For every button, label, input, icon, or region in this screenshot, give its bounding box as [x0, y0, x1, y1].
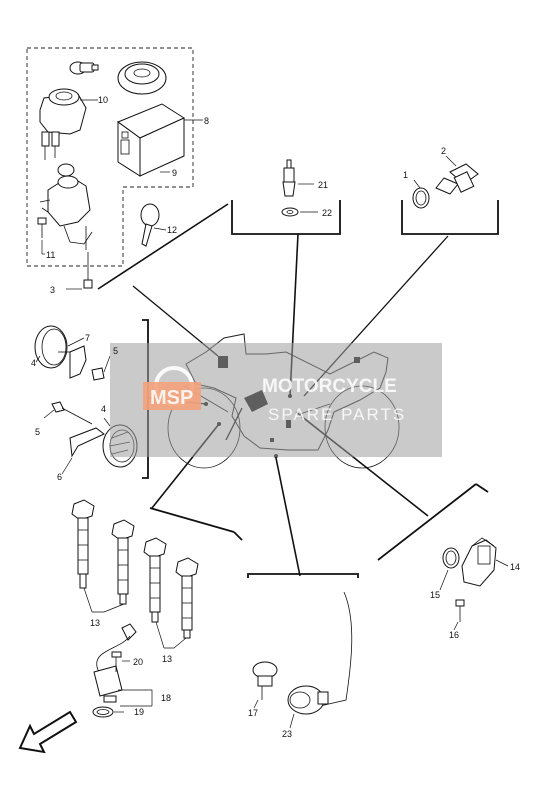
label-part-4-lower: 4 — [101, 404, 106, 414]
label-part-6: 6 — [57, 472, 62, 482]
bolt-3 — [66, 252, 93, 290]
o-ring-15 — [442, 547, 460, 569]
watermark-logo-badge — [143, 382, 201, 410]
label-part-13-left: 13 — [90, 618, 100, 628]
reflector-upper — [34, 325, 70, 369]
label-part-1: 1 — [403, 170, 408, 180]
label-part-16: 16 — [449, 630, 459, 640]
ignition-coil-group — [71, 499, 243, 649]
label-part-7: 7 — [85, 333, 90, 343]
label-part-12: 12 — [167, 225, 177, 235]
ignition-coil-3 — [143, 537, 167, 623]
kit-dashed-border — [26, 47, 194, 267]
ignition-coil-4 — [175, 557, 199, 639]
ignition-coil-1 — [71, 499, 95, 589]
spark-plug-group — [231, 159, 341, 235]
label-part-20: 20 — [133, 657, 143, 667]
temp-sensor-group — [401, 155, 499, 235]
part-labels: 1 2 3 4 4 5 5 6 7 8 9 10 11 12 13 13 14 … — [31, 95, 520, 739]
ignition-kit-group — [26, 47, 203, 267]
label-part-11: 11 — [46, 250, 55, 260]
label-part-2: 2 — [441, 146, 446, 156]
spark-plug — [282, 159, 296, 197]
bolt-20 — [111, 651, 122, 672]
label-part-15: 15 — [430, 590, 440, 600]
crank-sensor-assembly — [92, 623, 153, 718]
sensor-23-group — [247, 573, 359, 729]
label-part-4-upper: 4 — [31, 358, 36, 368]
screw-11 — [37, 217, 47, 238]
watermark-line1: MOTORCYCLE — [262, 376, 397, 397]
key-blank — [140, 203, 167, 247]
lock-cylinder-small — [69, 61, 99, 75]
label-part-5-upper: 5 — [113, 346, 118, 356]
label-part-23: 23 — [282, 729, 292, 739]
front-arrow-icon — [18, 710, 78, 754]
ignition-coil-2 — [111, 519, 135, 605]
label-part-19: 19 — [134, 707, 144, 717]
bolt-16 — [455, 599, 465, 622]
steering-lock — [39, 163, 93, 250]
label-part-17: 17 — [248, 708, 258, 718]
main-switch — [39, 88, 87, 160]
gasket-washer — [281, 207, 299, 217]
watermark-line2: SPARE PARTS — [268, 405, 406, 424]
watermark: MSP MOTORCYCLE SPARE PARTS — [110, 343, 442, 457]
label-part-5-lower: 5 — [35, 427, 40, 437]
ecu-unit — [116, 103, 186, 177]
speed-sensor-14 — [461, 537, 497, 587]
nut-5-lower — [51, 401, 93, 425]
label-part-8: 8 — [204, 116, 209, 126]
label-part-22: 22 — [322, 208, 332, 218]
temperature-sensor — [435, 163, 479, 195]
o-ring-1 — [412, 187, 430, 209]
watermark-logo-text: MSP — [150, 387, 193, 409]
pressure-sensor-17 — [252, 661, 278, 700]
label-part-3: 3 — [50, 285, 55, 295]
sensor-23 — [287, 591, 353, 715]
nut-5-upper — [91, 367, 105, 381]
label-part-10: 10 — [98, 95, 108, 105]
label-part-9: 9 — [172, 168, 177, 178]
label-part-14: 14 — [510, 562, 520, 572]
label-part-18: 18 — [161, 693, 171, 703]
fuel-cap-lock — [117, 61, 167, 95]
sensor-14-group — [377, 483, 509, 631]
bracket-7 — [69, 345, 87, 379]
label-part-13-right: 13 — [162, 654, 172, 664]
label-part-21: 21 — [318, 180, 328, 190]
bracket-6 — [69, 427, 105, 458]
